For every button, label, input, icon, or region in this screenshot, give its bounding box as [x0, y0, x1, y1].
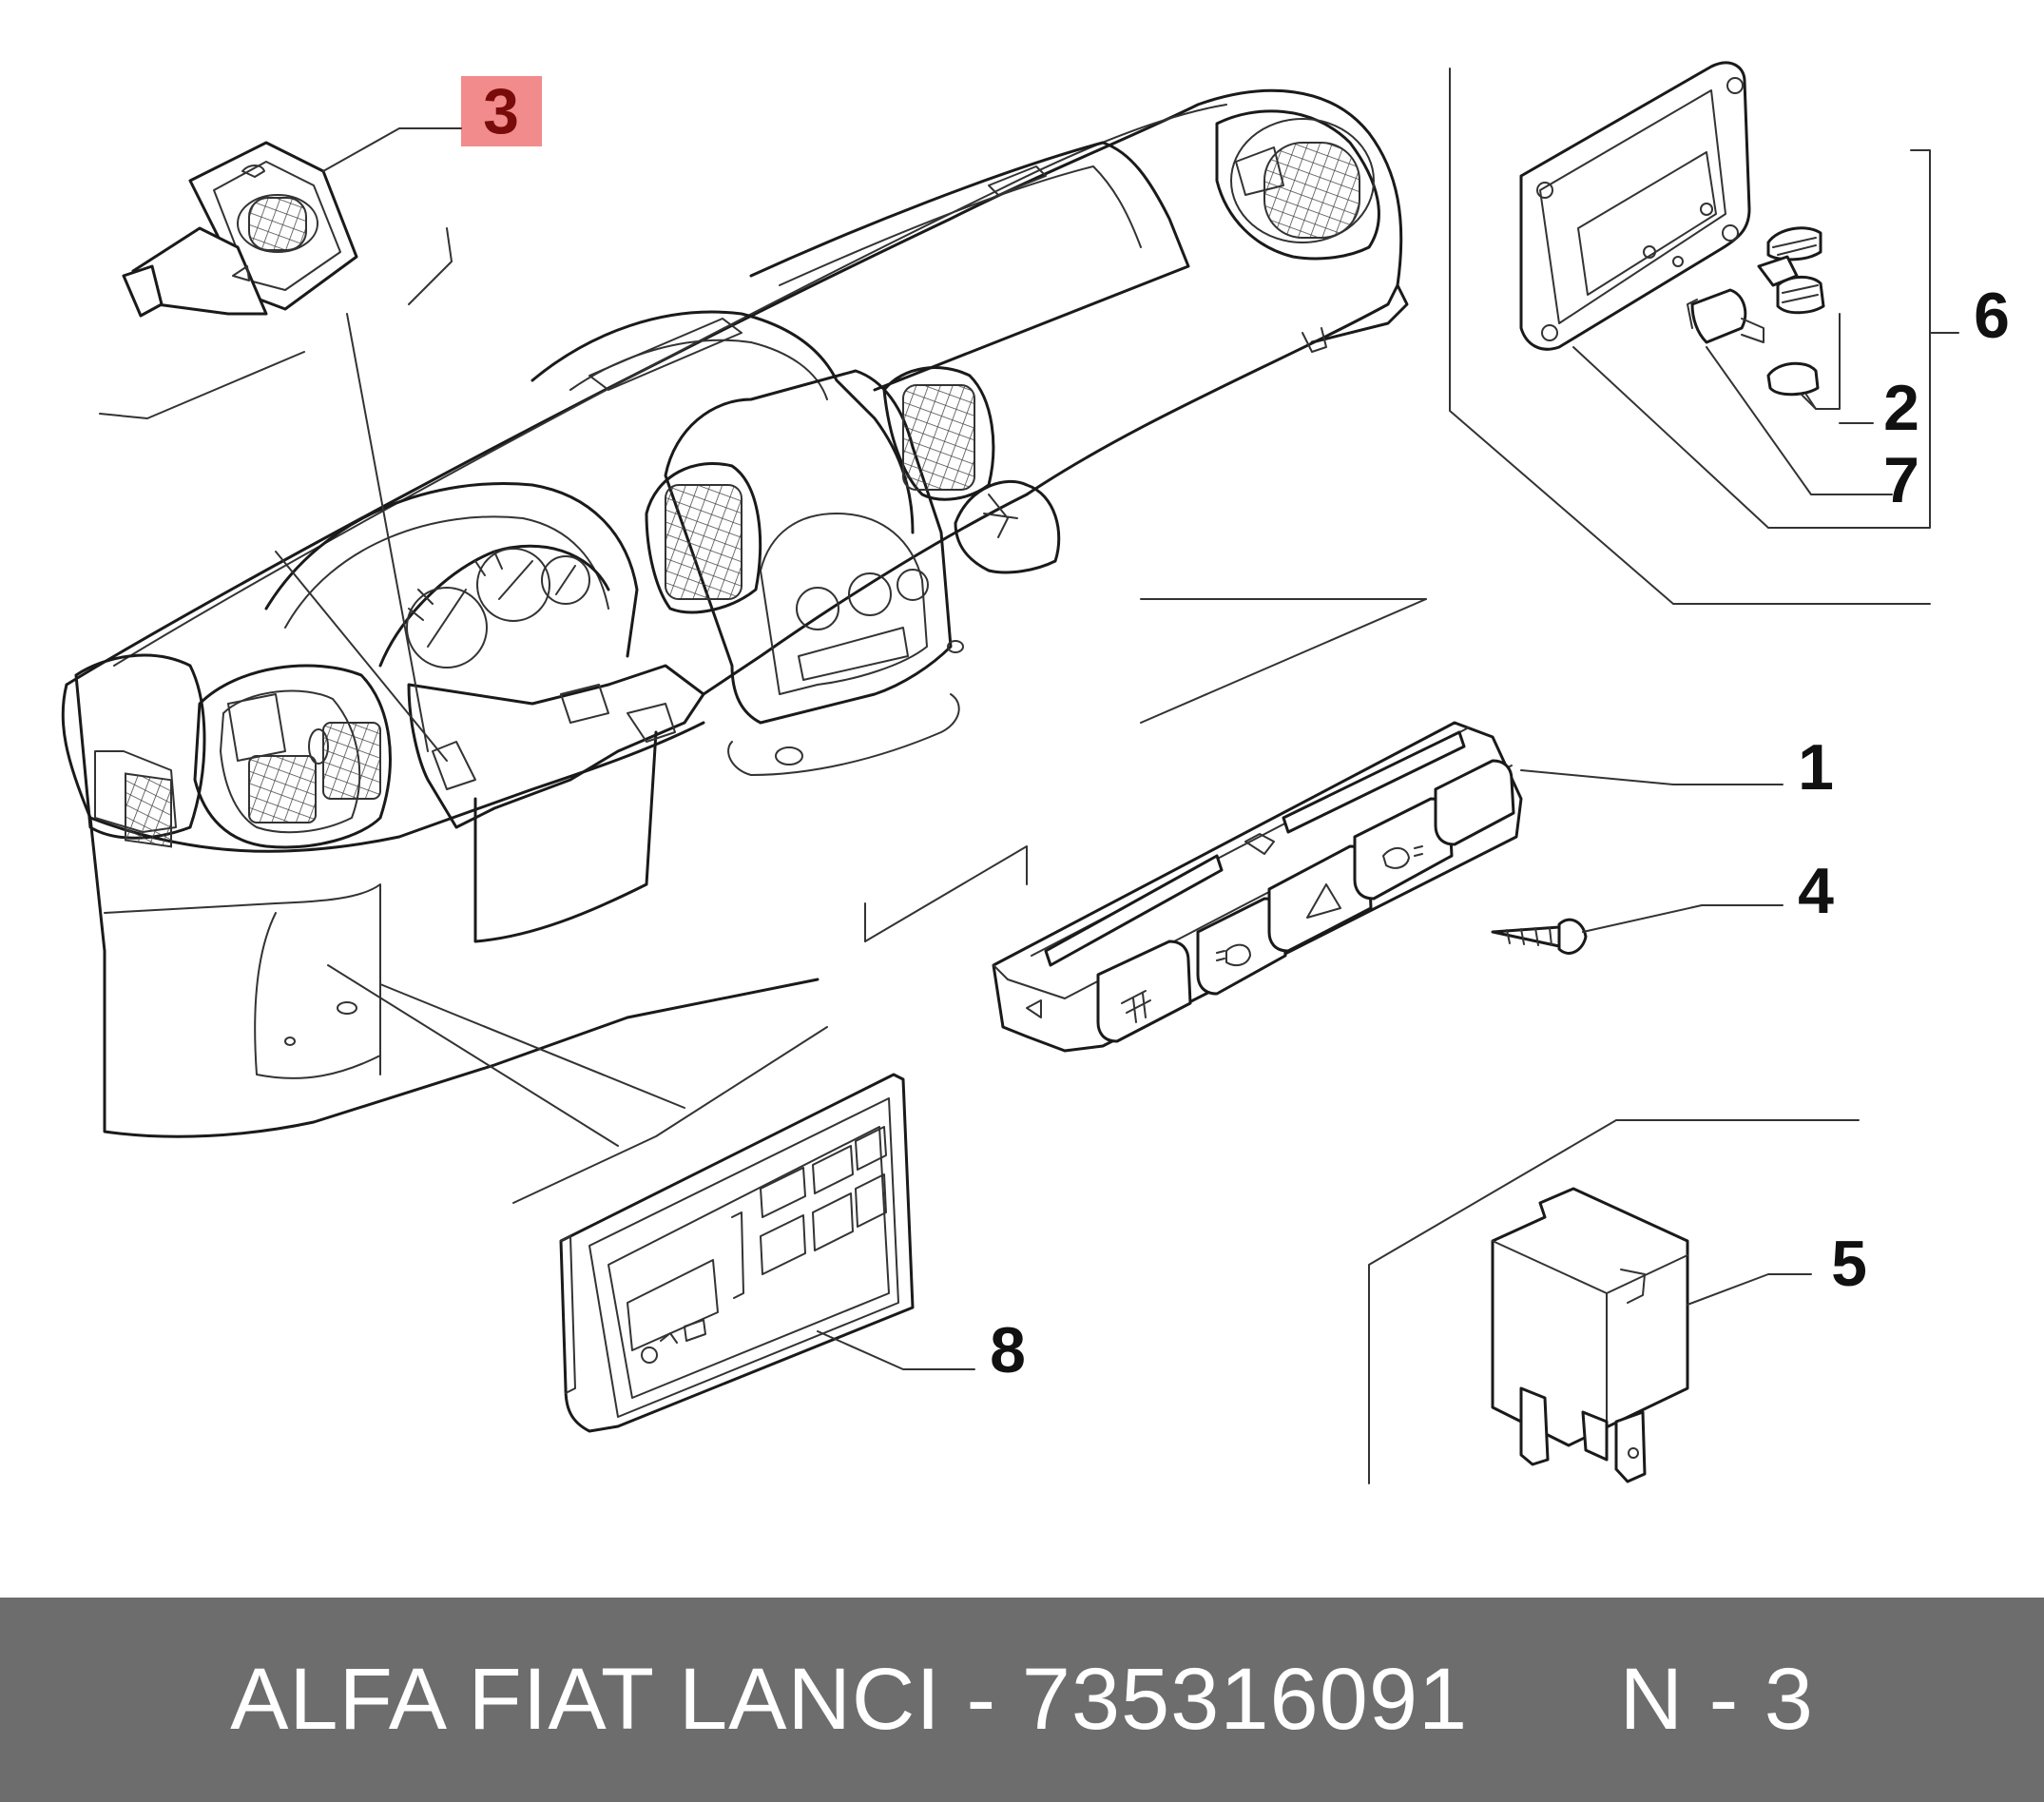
part-2-knob: [1757, 226, 1825, 397]
part-5-group-frame: [1368, 1119, 1860, 1484]
callout-5-label: 5: [1831, 1228, 1867, 1300]
part-1-switch-panel: [992, 721, 1523, 1053]
spacer: [1468, 1651, 1619, 1748]
parts-diagram: 3 6 2: [61, 61, 2010, 1484]
footer-caption: ALFA FIAT LANCI - 735316091 N - 3: [230, 1650, 1814, 1750]
callout-7-label: 7: [1883, 444, 1919, 516]
callout-7[interactable]: 7: [1883, 444, 1919, 516]
callout-8-label: 8: [990, 1314, 1026, 1386]
callout-6-label: 6: [1974, 280, 2010, 352]
callout-6[interactable]: 6: [1929, 280, 2010, 352]
brand-label: ALFA FIAT LANCI: [230, 1651, 941, 1748]
part-6-housing: [1519, 61, 1751, 351]
callout-3[interactable]: 3: [322, 75, 542, 172]
callout-8[interactable]: 8: [817, 1314, 1026, 1386]
callout-2[interactable]: 2: [1839, 372, 1919, 444]
separator: -: [940, 1651, 1022, 1748]
position-label: N - 3: [1619, 1651, 1814, 1748]
part-8-leaders: [327, 964, 685, 1147]
footer-bar: ALFA FIAT LANCI - 735316091 N - 3: [0, 1598, 2044, 1802]
part-4-screw: [1491, 918, 1588, 955]
callout-3-label: 3: [483, 75, 519, 147]
callout-4-label: 4: [1798, 855, 1834, 927]
part-3-headlamp-switch: [122, 141, 448, 762]
callout-4[interactable]: 4: [1582, 855, 1834, 933]
callout-1[interactable]: 1: [1520, 731, 1834, 804]
callout-1-label: 1: [1798, 731, 1834, 804]
part-8-control-panel: [559, 1073, 915, 1433]
callout-5[interactable]: 5: [1687, 1228, 1867, 1306]
part-5-relay: [1491, 1187, 1689, 1483]
part-6-leaders: [1706, 313, 1893, 495]
callout-3-highlight: [461, 76, 542, 146]
part-number: 735316091: [1021, 1651, 1469, 1748]
part-6-group-frame: [1449, 68, 1931, 605]
part-7-bulb-holder: [1687, 288, 1764, 344]
dashboard-illustration: [61, 88, 1427, 1204]
callout-2-label: 2: [1883, 372, 1919, 444]
